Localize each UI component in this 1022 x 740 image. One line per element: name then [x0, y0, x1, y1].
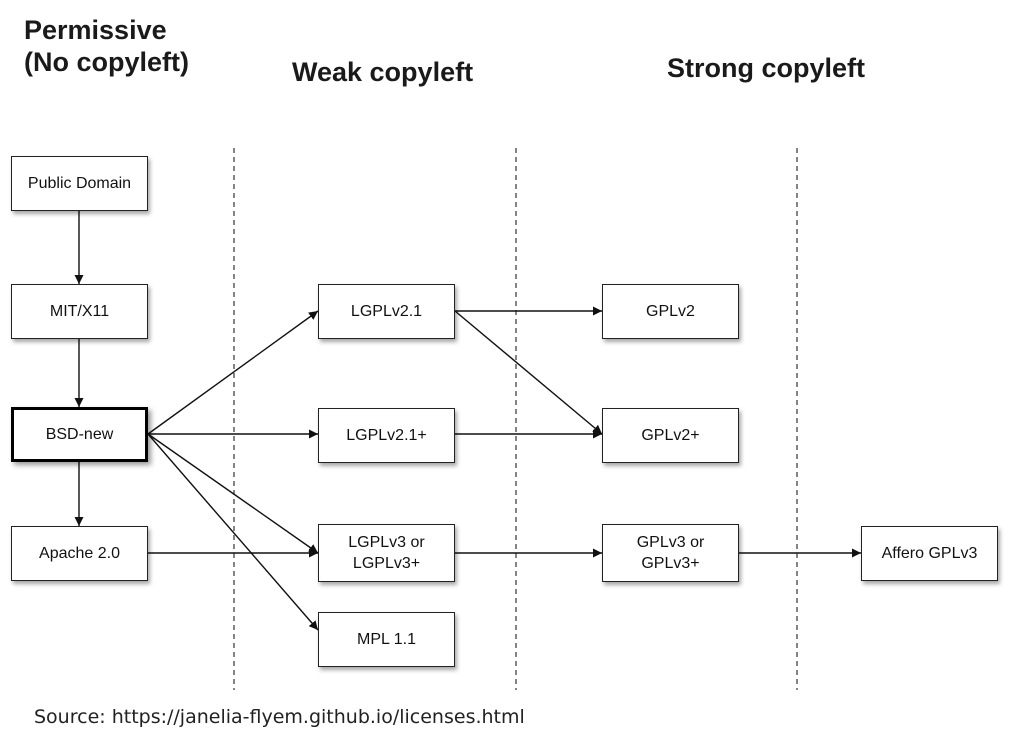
edge-layer	[74, 211, 861, 631]
node-lgplv3-label-line-2: LGPLv3+	[352, 555, 421, 572]
node-public-domain: Public Domain	[11, 156, 148, 211]
node-apache-label: Apache 2.0	[39, 545, 120, 562]
node-mit-x11: MIT/X11	[11, 284, 148, 339]
node-bsd-new: BSD-new	[11, 407, 148, 462]
edge-bsd-new-to-lgplv21	[147, 310, 319, 435]
node-bsd-new-label: BSD-new	[45, 426, 114, 443]
node-affero: Affero GPLv3	[861, 526, 998, 581]
node-gplv3-label-line-1: GPLv3 or	[636, 534, 705, 551]
node-lgplv21-plus-label: LGPLv2.1+	[346, 427, 427, 444]
node-gplv2-plus-label: GPLv2+	[641, 427, 700, 444]
heading-permissive: Permissive (No copyleft)	[24, 14, 189, 78]
node-lgplv21-plus: LGPLv2.1+	[318, 408, 455, 463]
heading-permissive-line-1: Permissive	[24, 15, 167, 45]
node-gplv3: GPLv3 or GPLv3+	[602, 524, 739, 582]
heading-permissive-line-2: (No copyleft)	[24, 47, 189, 77]
node-gplv2-plus: GPLv2+	[602, 408, 739, 463]
node-affero-label: Affero GPLv3	[881, 545, 978, 562]
edge-lgplv21-to-gplv2-plus	[454, 310, 603, 435]
node-apache: Apache 2.0	[11, 526, 148, 581]
node-public-domain-label: Public Domain	[27, 175, 132, 192]
node-mpl-label: MPL 1.1	[357, 631, 416, 648]
node-gplv2-label: GPLv2	[646, 303, 695, 320]
node-gplv2: GPLv2	[602, 284, 739, 339]
source-caption: Source: https://janelia-flyem.github.io/…	[34, 706, 525, 728]
heading-strong-copyleft: Strong copyleft	[667, 53, 866, 83]
node-lgplv21-label: LGPLv2.1	[350, 303, 423, 320]
node-mpl: MPL 1.1	[318, 612, 455, 667]
node-gplv3-label-line-2: GPLv3+	[641, 555, 700, 572]
edge-bsd-new-to-mpl	[147, 433, 319, 631]
node-lgplv3: LGPLv3 or LGPLv3+	[318, 524, 455, 582]
node-lgplv3-label-line-1: LGPLv3 or	[348, 534, 425, 551]
node-mit-x11-label: MIT/X11	[49, 303, 110, 320]
edge-bsd-new-to-lgplv3	[147, 433, 319, 554]
node-lgplv21: LGPLv2.1	[318, 284, 455, 339]
heading-weak-copyleft: Weak copyleft	[292, 57, 474, 87]
